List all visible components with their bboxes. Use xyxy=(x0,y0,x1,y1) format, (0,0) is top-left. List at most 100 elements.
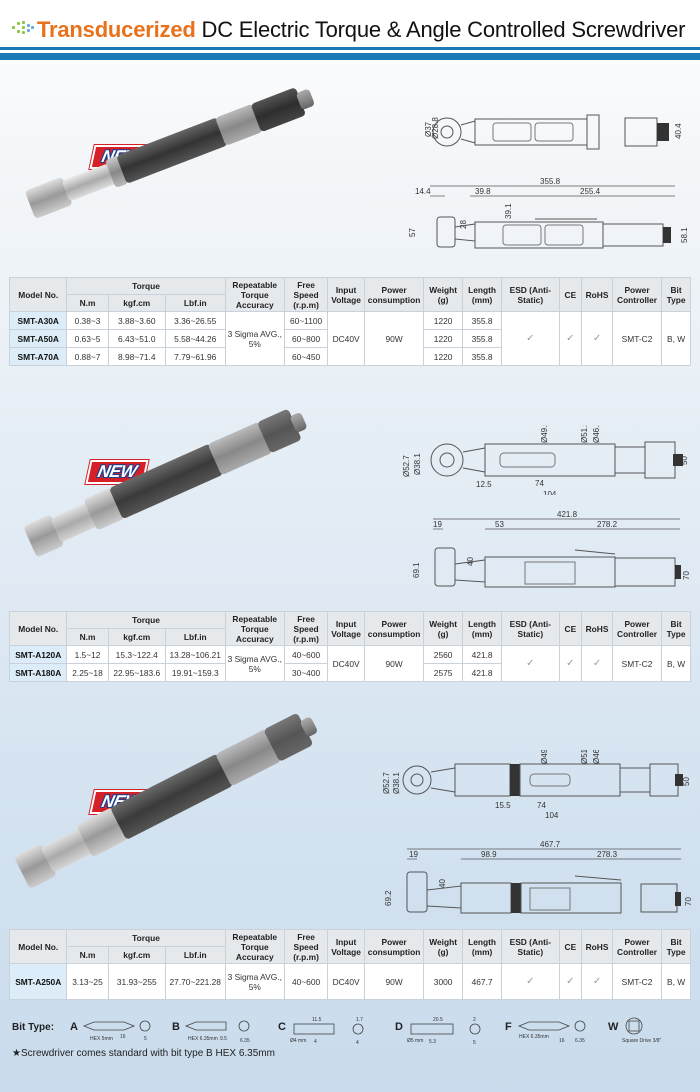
svg-text:HEX 6.35mm: HEX 6.35mm xyxy=(519,1034,549,1040)
bit-type-d: D 20.5 Ø5 mm 5.3 2 5 xyxy=(395,1016,490,1046)
drawing-top-view-3: Ø52.7 Ø38.1 Ø49.5 Ø51.5 Ø46.2 15.5 74 10… xyxy=(375,750,695,820)
svg-text:Ø5 mm: Ø5 mm xyxy=(407,1038,423,1044)
bit-type-w: W Square Drive 3/8" xyxy=(608,1016,688,1046)
svg-text:278.2: 278.2 xyxy=(597,520,618,529)
svg-text:53: 53 xyxy=(495,520,504,529)
bit-type-a: A HEX 5mm 16 5 xyxy=(70,1016,155,1046)
bit-type-b: B HEX 6.35mm 9.5 6.35 xyxy=(172,1016,257,1046)
title-rest: DC Electric Torque & Angle Controlled Sc… xyxy=(195,17,686,42)
bit-type-f: F HEX 6.35mm 16 6.35 xyxy=(505,1016,590,1046)
esd-check-icon: ✓ xyxy=(501,645,560,682)
svg-text:50: 50 xyxy=(682,777,691,786)
rohs-check-icon: ✓ xyxy=(581,311,613,366)
svg-text:39.8: 39.8 xyxy=(475,187,491,196)
svg-text:28: 28 xyxy=(459,220,468,229)
svg-text:2: 2 xyxy=(473,1017,476,1023)
standard-bit-note: ★Screwdriver comes standard with bit typ… xyxy=(12,1048,275,1059)
svg-text:Ø52.7: Ø52.7 xyxy=(402,455,411,477)
spec-table-2: Model No. Torque Repeatable Torque Accur… xyxy=(8,611,691,682)
svg-text:278.3: 278.3 xyxy=(597,850,618,859)
round-bit-icon: 11.5 Ø4 mm 4 1.7 4 xyxy=(290,1017,364,1046)
svg-text:Ø46.2: Ø46.2 xyxy=(592,750,601,764)
esd-check-icon: ✓ xyxy=(501,311,560,366)
svg-text:50: 50 xyxy=(680,456,689,465)
svg-text:69.1: 69.1 xyxy=(412,562,421,578)
svg-text:Ø38.1: Ø38.1 xyxy=(413,453,422,475)
svg-text:355.8: 355.8 xyxy=(540,177,561,186)
svg-text:Ø51.5: Ø51.5 xyxy=(580,425,589,443)
drawing-top-view-1: Ø37 Ø28.8 40.4 xyxy=(375,105,695,165)
svg-text:Ø52.7: Ø52.7 xyxy=(382,772,391,794)
svg-text:16: 16 xyxy=(559,1038,565,1044)
ce-check-icon: ✓ xyxy=(558,311,583,366)
svg-text:Ø49.5: Ø49.5 xyxy=(540,425,549,443)
svg-text:74: 74 xyxy=(537,801,546,810)
bit-type-label: Bit Type: xyxy=(12,1022,55,1033)
svg-text:16: 16 xyxy=(120,1034,126,1040)
svg-text:70: 70 xyxy=(684,897,693,906)
svg-text:HEX 5mm: HEX 5mm xyxy=(90,1036,113,1042)
drawing-side-view-2: 421.8 19 53 278.2 69.1 40 70 xyxy=(375,510,695,590)
svg-text:Ø4 mm: Ø4 mm xyxy=(290,1038,306,1044)
svg-text:69.2: 69.2 xyxy=(384,890,393,906)
hex-bit-icon: HEX 6.35mm 9.5 6.35 xyxy=(184,1020,250,1044)
svg-text:40: 40 xyxy=(466,557,475,566)
svg-text:9.5: 9.5 xyxy=(220,1036,227,1042)
svg-text:11.5: 11.5 xyxy=(312,1017,322,1023)
square-drive-icon: Square Drive 3/8" xyxy=(622,1017,662,1044)
svg-text:40.4: 40.4 xyxy=(674,123,683,139)
svg-text:58.1: 58.1 xyxy=(680,227,689,243)
svg-text:255.4: 255.4 xyxy=(580,187,601,196)
svg-text:6.35: 6.35 xyxy=(240,1038,250,1044)
spec-table-1: Model No. Torque Repeatable Torque Accur… xyxy=(8,277,691,366)
svg-text:4: 4 xyxy=(314,1039,317,1045)
svg-text:HEX 6.35mm: HEX 6.35mm xyxy=(188,1036,218,1042)
page-header: Transducerized DC Electric Torque & Angl… xyxy=(0,0,700,60)
svg-text:6.35: 6.35 xyxy=(575,1038,585,1044)
svg-text:98.9: 98.9 xyxy=(481,850,497,859)
ce-check-icon: ✓ xyxy=(558,963,583,1000)
svg-text:39.1: 39.1 xyxy=(504,203,513,219)
svg-text:5: 5 xyxy=(144,1036,147,1042)
esd-check-icon: ✓ xyxy=(501,963,560,1000)
page-title: Transducerized DC Electric Torque & Angl… xyxy=(37,17,685,43)
product-image-smt-a120a xyxy=(23,404,311,558)
header-rule-thick xyxy=(0,53,700,60)
hex-bit-icon: HEX 5mm 16 5 xyxy=(82,1020,151,1042)
svg-text:19: 19 xyxy=(433,520,442,529)
svg-text:14.4: 14.4 xyxy=(415,187,431,196)
svg-text:Ø28.8: Ø28.8 xyxy=(431,117,440,139)
title-accent: Transducerized xyxy=(37,17,196,42)
svg-text:74: 74 xyxy=(535,479,544,488)
hex-bit-icon: HEX 6.35mm 16 6.35 xyxy=(517,1020,586,1044)
svg-text:12.5: 12.5 xyxy=(476,480,492,489)
spec-table-3: Model No. Torque Repeatable Torque Accur… xyxy=(8,929,691,1000)
bit-type-c: C 11.5 Ø4 mm 4 1.7 4 xyxy=(278,1016,373,1046)
svg-text:19: 19 xyxy=(409,850,418,859)
svg-text:57: 57 xyxy=(408,228,417,237)
svg-text:104: 104 xyxy=(543,490,557,495)
svg-text:104: 104 xyxy=(545,811,559,820)
product-image-smt-a250a xyxy=(13,707,324,890)
rohs-check-icon: ✓ xyxy=(581,645,613,682)
drawing-side-view-1: 355.8 14.4 39.8 255.4 57 28 39.1 58.1 xyxy=(375,177,695,252)
round-bit-icon: 20.5 Ø5 mm 5.3 2 5 xyxy=(407,1017,481,1046)
svg-text:Ø49.5: Ø49.5 xyxy=(540,750,549,764)
ce-check-icon: ✓ xyxy=(558,645,583,682)
product-image-smt-a30a xyxy=(24,80,325,220)
bit-type-legend: Bit Type: A HEX 5mm 16 5 B HEX 6.35mm 9.… xyxy=(0,1012,700,1052)
svg-text:Ø51.5: Ø51.5 xyxy=(580,750,589,764)
svg-text:1.7: 1.7 xyxy=(356,1017,363,1023)
svg-text:4: 4 xyxy=(356,1040,359,1046)
svg-text:Square Drive 3/8": Square Drive 3/8" xyxy=(622,1038,662,1044)
header-rule-thin xyxy=(0,47,700,50)
svg-text:70: 70 xyxy=(682,571,691,580)
svg-text:15.5: 15.5 xyxy=(495,801,511,810)
svg-text:5.3: 5.3 xyxy=(429,1039,436,1045)
svg-text:421.8: 421.8 xyxy=(557,510,578,519)
svg-text:467.7: 467.7 xyxy=(540,840,561,849)
